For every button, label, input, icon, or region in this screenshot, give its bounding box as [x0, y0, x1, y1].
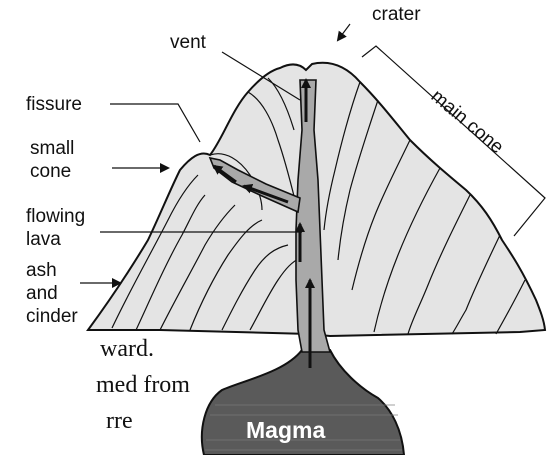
background-text-line-3: rre	[106, 408, 133, 434]
label-lava: lava	[26, 229, 61, 250]
label-crater: crater	[372, 4, 421, 25]
background-text-line-2: med from	[96, 372, 190, 398]
label-main-cone: main cone	[427, 86, 508, 158]
crater-pointer	[338, 24, 350, 40]
label-ash: ash	[26, 260, 57, 281]
label-vent: vent	[170, 32, 207, 53]
fissure-leader	[110, 104, 200, 142]
label-and: and	[26, 283, 58, 304]
label-flowing: flowing	[26, 206, 85, 227]
label-fissure: fissure	[26, 94, 82, 115]
label-small: small	[30, 138, 74, 159]
label-cinder: cinder	[26, 306, 78, 327]
label-cone: cone	[30, 161, 71, 182]
label-magma: Magma	[246, 417, 325, 443]
background-text-line-1: ward.	[100, 336, 154, 362]
background-page-text: ward. med from rre	[96, 336, 190, 434]
